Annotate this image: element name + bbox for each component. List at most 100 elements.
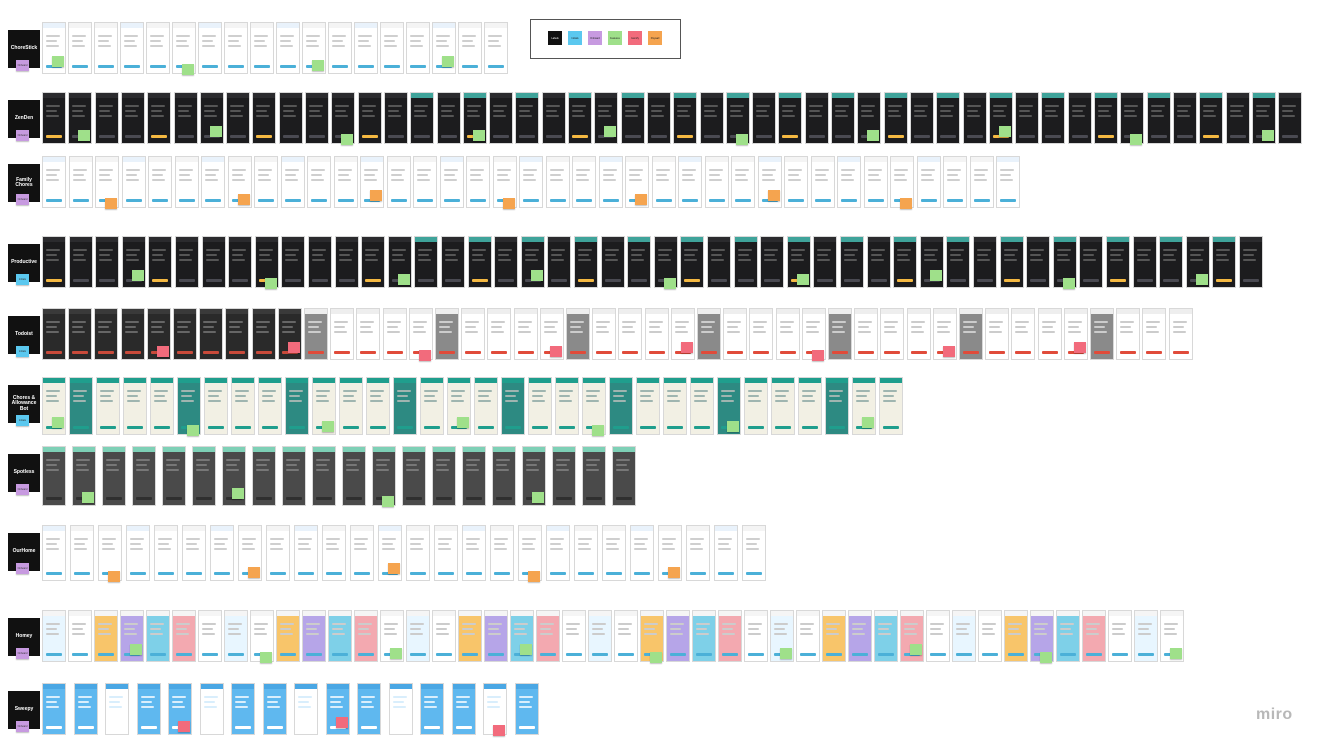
app-screenshot[interactable]	[383, 92, 408, 144]
app-screenshot[interactable]	[718, 610, 742, 662]
app-screenshot[interactable]	[528, 377, 552, 435]
app-screenshot[interactable]	[105, 683, 129, 735]
app-screenshot[interactable]	[612, 446, 636, 506]
app-screenshot[interactable]	[1212, 236, 1237, 288]
sticky-note[interactable]	[312, 60, 324, 71]
sticky-note[interactable]	[942, 346, 955, 357]
app-screenshot[interactable]	[204, 377, 228, 435]
app-screenshot[interactable]	[1067, 92, 1092, 144]
app-screenshot[interactable]	[282, 446, 306, 506]
app-screenshot[interactable]	[73, 683, 98, 735]
app-screenshot[interactable]	[304, 308, 328, 360]
app-screenshot[interactable]	[744, 610, 768, 662]
app-screenshot[interactable]	[996, 156, 1020, 208]
sticky-note[interactable]	[668, 567, 680, 578]
app-screenshot[interactable]	[94, 92, 119, 144]
app-screenshot[interactable]	[804, 92, 829, 144]
app-screenshot[interactable]	[354, 610, 378, 662]
app-screenshot[interactable]	[1159, 236, 1184, 288]
app-screenshot[interactable]	[42, 525, 66, 581]
sticky-note[interactable]	[592, 425, 604, 436]
app-screenshot[interactable]	[150, 377, 174, 435]
sticky-note[interactable]	[532, 492, 544, 503]
app-screenshot[interactable]	[123, 377, 147, 435]
app-screenshot[interactable]	[487, 308, 512, 360]
sticky-note[interactable]	[735, 134, 748, 145]
app-screenshot[interactable]	[600, 236, 625, 288]
app-screenshot[interactable]	[1142, 308, 1167, 360]
app-screenshot[interactable]	[837, 156, 861, 208]
sticky-note[interactable]	[370, 190, 382, 201]
app-screenshot[interactable]	[699, 92, 724, 144]
app-screenshot[interactable]	[697, 308, 721, 360]
app-screenshot[interactable]	[68, 236, 93, 288]
app-screenshot[interactable]	[1146, 92, 1171, 144]
app-screenshot[interactable]	[484, 22, 508, 74]
sticky-note[interactable]	[82, 492, 94, 503]
app-screenshot[interactable]	[174, 156, 199, 208]
app-screenshot[interactable]	[866, 236, 891, 288]
app-screenshot[interactable]	[175, 236, 199, 288]
app-screenshot[interactable]	[952, 610, 976, 662]
sticky-note[interactable]	[156, 346, 169, 357]
app-screenshot[interactable]	[592, 308, 617, 360]
app-screenshot[interactable]	[312, 446, 336, 506]
app-screenshot[interactable]	[406, 525, 430, 581]
app-screenshot[interactable]	[354, 22, 378, 74]
sticky-note[interactable]	[929, 270, 942, 281]
app-screenshot[interactable]	[1026, 236, 1051, 288]
app-screenshot[interactable]	[546, 525, 570, 581]
app-screenshot[interactable]	[609, 377, 633, 435]
sticky-note[interactable]	[388, 563, 400, 574]
sticky-note[interactable]	[52, 56, 64, 67]
app-screenshot[interactable]	[1199, 92, 1224, 144]
app-screenshot[interactable]	[568, 92, 592, 144]
sticky-note[interactable]	[680, 342, 693, 353]
app-screenshot[interactable]	[280, 156, 305, 208]
app-screenshot[interactable]	[714, 525, 738, 581]
app-screenshot[interactable]	[173, 92, 198, 144]
app-screenshot[interactable]	[388, 683, 413, 735]
app-screenshot[interactable]	[733, 236, 758, 288]
app-screenshot[interactable]	[68, 22, 92, 74]
app-screenshot[interactable]	[339, 377, 363, 435]
app-screenshot[interactable]	[545, 156, 570, 208]
app-screenshot[interactable]	[1004, 610, 1028, 662]
app-screenshot[interactable]	[436, 92, 461, 144]
app-screenshot[interactable]	[494, 236, 519, 288]
app-screenshot[interactable]	[828, 308, 852, 360]
sticky-note[interactable]	[530, 270, 543, 281]
app-screenshot[interactable]	[254, 156, 278, 208]
app-screenshot[interactable]	[94, 22, 118, 74]
app-label[interactable]: Chores & Allowance Bot	[8, 385, 40, 423]
app-screenshot[interactable]	[1015, 92, 1040, 144]
app-screenshot[interactable]	[943, 156, 967, 208]
app-screenshot[interactable]	[880, 308, 905, 360]
app-screenshot[interactable]	[276, 610, 300, 662]
app-screenshot[interactable]	[1168, 308, 1193, 360]
app-screenshot[interactable]	[614, 610, 638, 662]
app-screenshot[interactable]	[68, 92, 93, 144]
app-screenshot[interactable]	[328, 610, 352, 662]
app-screenshot[interactable]	[432, 610, 456, 662]
app-screenshot[interactable]	[909, 92, 934, 144]
category-sticky-note[interactable]: Onboard	[16, 648, 29, 659]
app-screenshot[interactable]	[474, 377, 498, 435]
sticky-note[interactable]	[528, 571, 540, 582]
app-screenshot[interactable]	[771, 377, 795, 435]
app-screenshot[interactable]	[262, 683, 287, 735]
app-screenshot[interactable]	[813, 236, 838, 288]
app-screenshot[interactable]	[936, 92, 961, 144]
app-screenshot[interactable]	[536, 610, 560, 662]
app-screenshot[interactable]	[278, 92, 303, 144]
app-screenshot[interactable]	[627, 236, 652, 288]
category-sticky-note[interactable]: Initials	[16, 274, 29, 285]
app-screenshot[interactable]	[707, 236, 731, 288]
sticky-note[interactable]	[472, 130, 485, 141]
sticky-note[interactable]	[397, 274, 410, 285]
app-screenshot[interactable]	[644, 308, 669, 360]
app-screenshot[interactable]	[434, 525, 458, 581]
sticky-note[interactable]	[209, 126, 222, 137]
sticky-note[interactable]	[650, 652, 662, 663]
